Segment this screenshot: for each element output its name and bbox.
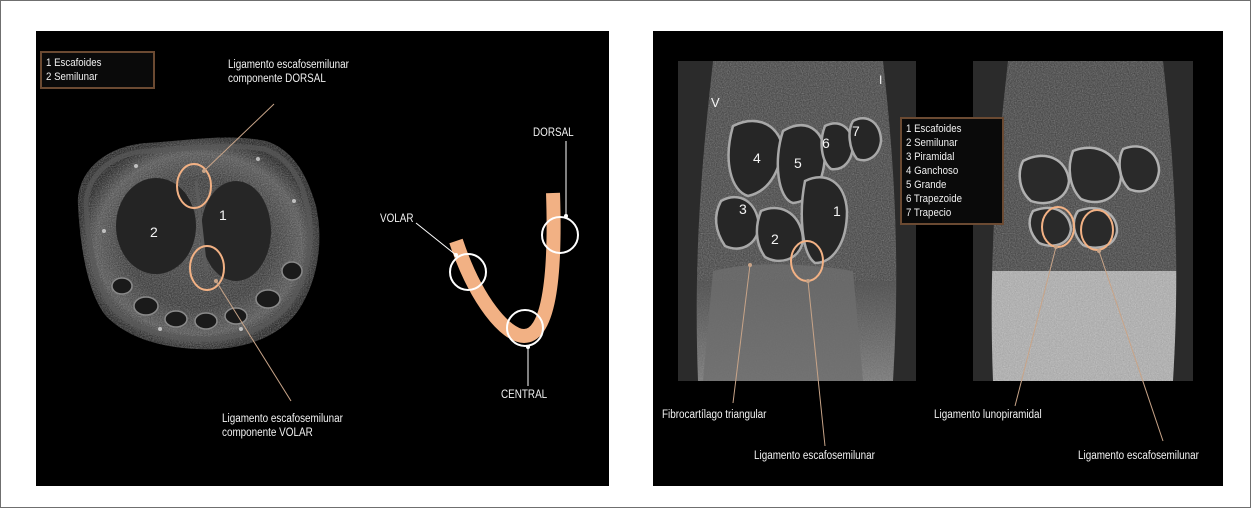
legend-item: 7 Trapecio bbox=[906, 206, 987, 220]
bone-number: 1 bbox=[833, 203, 841, 219]
coronal-mri-panel: 1 2 3 4 5 6 7 V I 1 Escafoides 2 Semilun… bbox=[653, 31, 1223, 486]
legend-item: 3 Piramidal bbox=[906, 150, 987, 164]
legend-item: 4 Ganchoso bbox=[906, 164, 987, 178]
lt-ligament-label: Ligamento lunopiramidal bbox=[934, 408, 1042, 422]
label-line: componente VOLAR bbox=[222, 426, 343, 440]
left-legend: 1 Escafoides 2 Semilunar bbox=[40, 51, 155, 89]
sl-ligament-label: Ligamento escafosemilunar bbox=[754, 449, 875, 463]
bone-number-lunate: 2 bbox=[150, 224, 158, 240]
legend-item: 2 Semilunar bbox=[46, 70, 137, 84]
ligament-u-diagram bbox=[416, 141, 578, 386]
tfcc-label: Fibrocartílago triangular bbox=[662, 408, 766, 422]
legend-item: 1 Escafoides bbox=[46, 56, 137, 70]
dorsal-label: DORSAL bbox=[533, 126, 574, 140]
central-label: CENTRAL bbox=[501, 388, 547, 402]
volar-label: VOLAR bbox=[380, 212, 414, 226]
axial-mri-panel: 1 Escafoides 2 Semilunar Ligamento escaf… bbox=[36, 31, 609, 486]
dorsal-component-label: Ligamento escafosemilunar componente DOR… bbox=[228, 58, 349, 86]
legend-item: 6 Trapezoide bbox=[906, 192, 987, 206]
marker-v: V bbox=[711, 95, 720, 110]
bone-number: 5 bbox=[794, 155, 802, 171]
marker-i: I bbox=[879, 73, 882, 87]
sl-ligament-label-2: Ligamento escafosemilunar bbox=[1078, 449, 1199, 463]
label-line: Ligamento escafosemilunar bbox=[228, 58, 349, 72]
right-legend: 1 Escafoides 2 Semilunar 3 Piramidal 4 G… bbox=[900, 117, 1004, 225]
label-line: componente DORSAL bbox=[228, 72, 349, 86]
bone-number: 4 bbox=[753, 150, 761, 166]
bone-number: 6 bbox=[822, 135, 830, 151]
bone-number-scaphoid: 1 bbox=[219, 207, 227, 223]
wrist-cross-section-image bbox=[78, 138, 320, 350]
bone-number: 2 bbox=[771, 231, 779, 247]
label-line: Ligamento escafosemilunar bbox=[222, 412, 343, 426]
bone-number: 7 bbox=[852, 123, 860, 139]
volar-component-label: Ligamento escafosemilunar componente VOL… bbox=[222, 412, 343, 440]
legend-item: 2 Semilunar bbox=[906, 136, 987, 150]
legend-item: 1 Escafoides bbox=[906, 122, 987, 136]
legend-item: 5 Grande bbox=[906, 178, 987, 192]
bone-number: 3 bbox=[739, 201, 747, 217]
